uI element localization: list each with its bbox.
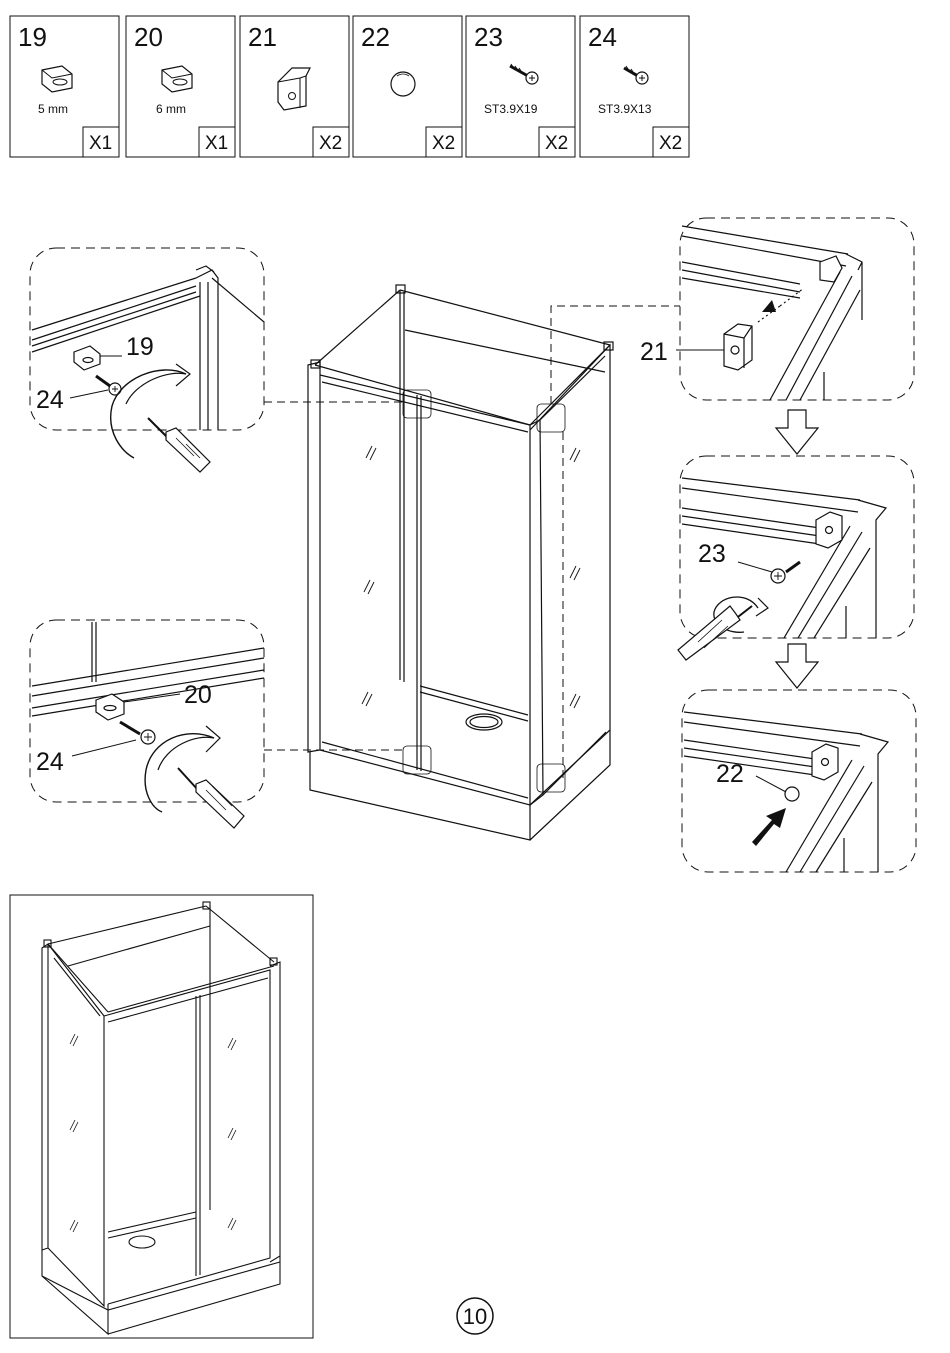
part-size: ST3.9X19 [484, 102, 538, 116]
detail-top-left: 19 24 [30, 248, 264, 472]
part-23: 23 ST3.9X19 X2 [466, 16, 575, 157]
part-number: 23 [474, 22, 503, 52]
callout-24: 24 [36, 748, 64, 776]
part-qty: X1 [205, 133, 228, 154]
part-size: ST3.9X13 [598, 102, 652, 116]
detail-right-3: 22 [682, 690, 916, 872]
page-number: 10 [457, 1298, 493, 1334]
part-qty: X2 [319, 133, 342, 154]
glass-reflections [362, 446, 580, 708]
part-21: 21 X2 [240, 16, 349, 157]
part-qty: X2 [432, 133, 455, 154]
part-20: 20 6 mm X1 [126, 16, 235, 157]
part-19: 19 5 mm X1 [10, 16, 119, 157]
detail-right-2: 23 [678, 456, 914, 660]
callout-23: 23 [698, 540, 726, 568]
clip-icon [42, 66, 72, 92]
parts-strip: 19 5 mm X1 20 6 mm X1 21 [10, 16, 689, 157]
part-number: 19 [18, 22, 47, 52]
part-number: 20 [134, 22, 163, 52]
callout-19: 19 [126, 333, 154, 361]
step-arrow-down-icon [776, 644, 818, 688]
cap-icon [391, 72, 415, 96]
callout-22: 22 [716, 760, 744, 788]
detail-right-1: 21 [640, 218, 914, 400]
part-qty: X2 [659, 133, 682, 154]
part-number: 24 [588, 22, 617, 52]
part-number: 21 [248, 22, 277, 52]
callout-24: 24 [36, 386, 64, 414]
part-24: 24 ST3.9X13 X2 [580, 16, 689, 157]
part-qty: X1 [89, 133, 112, 154]
part-qty: X2 [545, 133, 568, 154]
step-arrow-down-icon [776, 410, 818, 454]
part-22: 22 X2 [353, 16, 462, 157]
enclosure-main [308, 285, 613, 840]
clip-icon [162, 66, 192, 92]
part-size: 5 mm [38, 102, 68, 116]
callout-21: 21 [640, 338, 668, 366]
page-number-text: 10 [463, 1304, 487, 1329]
part-size: 6 mm [156, 102, 186, 116]
detail-mid-left: 20 24 [30, 620, 264, 828]
callout-20: 20 [184, 681, 212, 709]
finished-enclosure [10, 895, 313, 1338]
part-number: 22 [361, 22, 390, 52]
